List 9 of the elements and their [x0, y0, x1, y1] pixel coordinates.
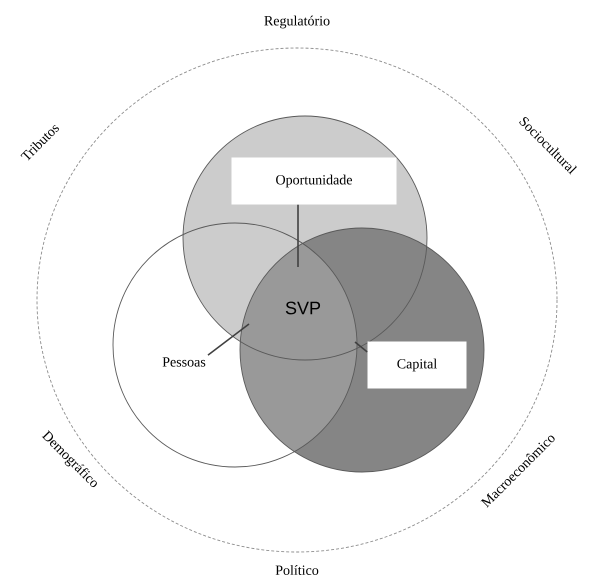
- leader-line: [354, 341, 368, 353]
- leader-line: [208, 323, 250, 356]
- circle-label: Pessoas: [162, 357, 206, 367]
- leader-line: [297, 204, 299, 267]
- label-box: Capital: [368, 342, 466, 388]
- label-box: Oportunidade: [232, 158, 396, 204]
- category-label: Regulatório: [264, 16, 330, 28]
- center-label: SVP: [286, 302, 320, 314]
- category-label: Político: [276, 565, 318, 575]
